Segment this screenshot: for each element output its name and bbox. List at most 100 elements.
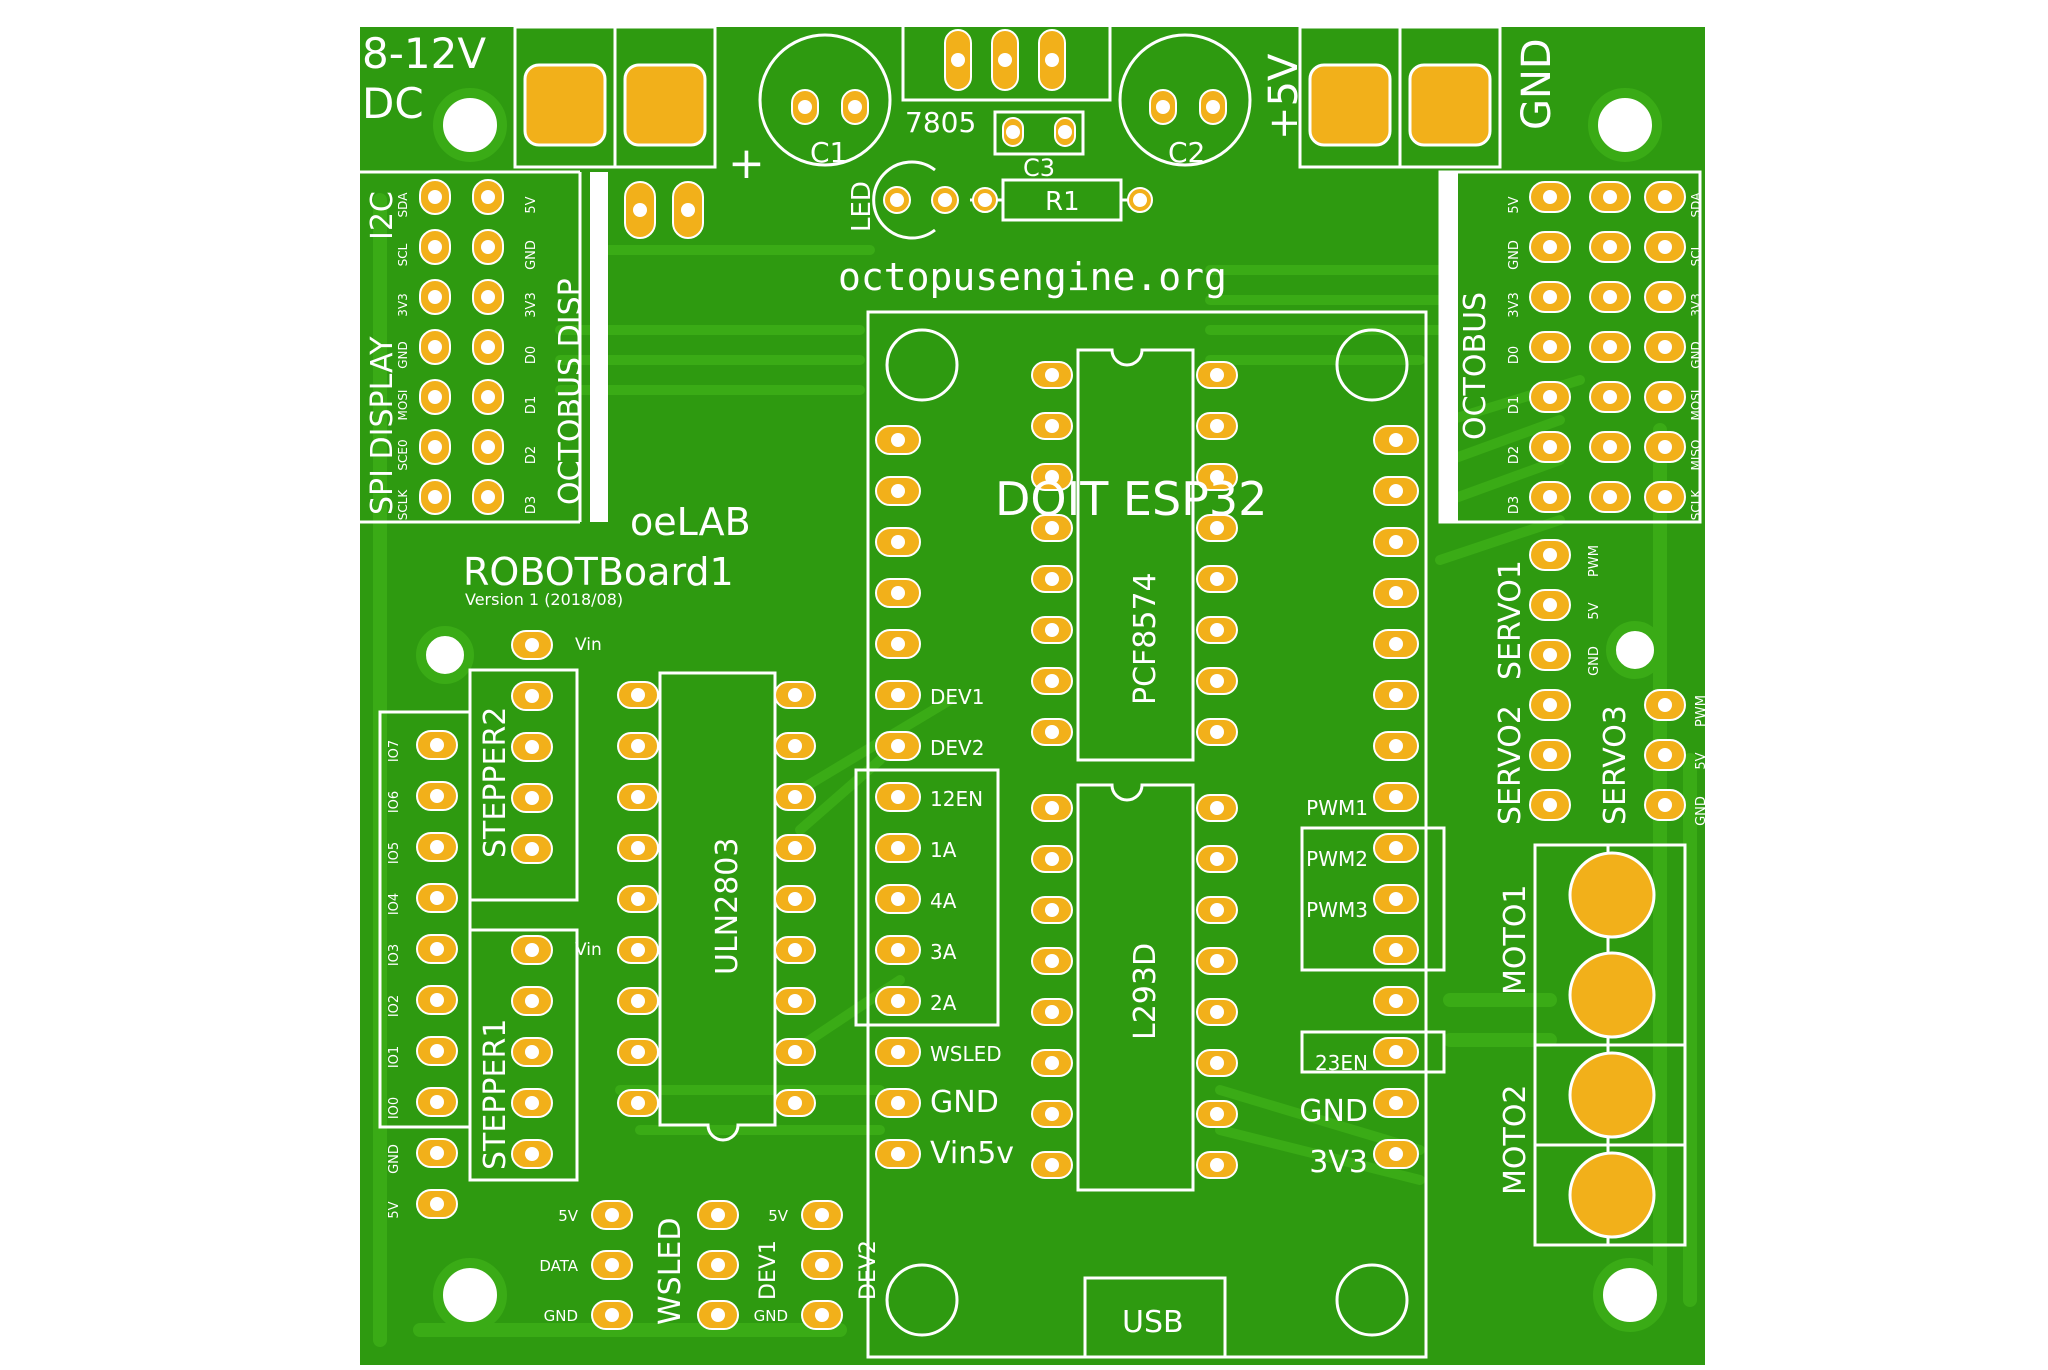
pad-drill: [891, 739, 905, 753]
esp-right-label: GND: [1299, 1094, 1368, 1129]
pad-drill: [890, 193, 904, 207]
left-spi-label: GND: [396, 341, 410, 369]
pad-drill: [525, 842, 539, 856]
pad-drill: [1006, 125, 1020, 139]
pad-drill: [891, 943, 905, 957]
pad-drill: [711, 1208, 725, 1222]
silkscreen: 8-12V DC + +5V GND C1 C2 C3 R1 7805 LED …: [362, 29, 1633, 1340]
mount-hole: [1593, 1258, 1667, 1332]
pad-drill: [525, 1147, 539, 1161]
pad-drill: [891, 790, 905, 804]
pad-drill: [891, 994, 905, 1008]
pad-drill: [1389, 484, 1403, 498]
pad-drill: [798, 100, 812, 114]
pad-drill: [1389, 535, 1403, 549]
board-title: ROBOTBoard1: [463, 550, 734, 594]
pad-drill: [430, 1197, 444, 1211]
pad-drill: [1543, 340, 1557, 354]
servo2-label: SERVO2: [1493, 705, 1528, 825]
pad-drill: [815, 1308, 829, 1322]
pad-drill: [1045, 419, 1059, 433]
pad-drill: [1389, 586, 1403, 600]
pad-drill: [788, 688, 802, 702]
left-spi-label: SCL: [396, 243, 410, 266]
pad-drill: [1658, 390, 1672, 404]
pcf-label: PCF8574: [1128, 572, 1163, 705]
right-pin-label: 5V: [1507, 196, 1522, 213]
pad-drill: [631, 739, 645, 753]
pad-drill: [1658, 240, 1672, 254]
pad-drill: [1210, 903, 1224, 917]
pad-drill: [1045, 801, 1059, 815]
led-label: LED: [847, 181, 877, 232]
pad-drill: [525, 1045, 539, 1059]
pin-labels: DEV1DEV212EN1A4A3A2AWSLEDGNDVin5vPWM1PWM…: [387, 192, 1709, 1325]
terminal-pads: [523, 63, 1656, 1239]
pad-drill: [788, 790, 802, 804]
pad-drill: [430, 1095, 444, 1109]
left-spi-label: 3V3: [396, 293, 410, 316]
pad-drill: [481, 340, 495, 354]
pad-drill: [1603, 390, 1617, 404]
pad-drill: [1389, 994, 1403, 1008]
pad-drill: [1543, 490, 1557, 504]
pad-drill: [1389, 790, 1403, 804]
wsled-pin-label: DATA: [539, 1257, 578, 1275]
esp-left-label: 3A: [930, 940, 957, 964]
pad-drill: [525, 943, 539, 957]
esp-left-label: 2A: [930, 991, 957, 1015]
pad-drill: [951, 53, 965, 67]
pad-drill: [815, 1208, 829, 1222]
io-label: IO0: [387, 1097, 402, 1119]
pad-drill: [1543, 390, 1557, 404]
pad-drill: [1389, 841, 1403, 855]
stepper1-label: STEPPER1: [478, 1019, 513, 1170]
pad-drill: [1543, 190, 1557, 204]
left-pin-label: D2: [524, 446, 539, 464]
pad-drill: [430, 942, 444, 956]
pad-drill: [1045, 1158, 1059, 1172]
esp-right-label: 23EN: [1315, 1051, 1368, 1075]
io-label: GND: [387, 1144, 402, 1174]
right-spi-label: SCLK: [1689, 489, 1703, 521]
wsled-pin-label: 5V: [558, 1207, 579, 1225]
pad-drill: [788, 841, 802, 855]
pad-drill: [788, 1045, 802, 1059]
power-input-label: DC: [362, 79, 424, 128]
board-name: oeLAB: [630, 500, 751, 544]
dev1-pin-label: 5V: [768, 1207, 789, 1225]
pad-drill: [1045, 1005, 1059, 1019]
pad-drill: [1658, 490, 1672, 504]
pad-drill: [1045, 521, 1059, 535]
pad-drill: [1658, 340, 1672, 354]
octobus-title: OCTOBUS: [1458, 292, 1493, 440]
pad-drill: [848, 100, 862, 114]
moto1-label: MOTO1: [1498, 884, 1533, 995]
esp-left-label: 4A: [930, 889, 957, 913]
pad-drill: [891, 1096, 905, 1110]
pad-group: [416, 29, 1686, 1330]
right-spi-label: 3V3: [1689, 293, 1703, 316]
pad-drill: [1045, 368, 1059, 382]
pad-drill: [1045, 470, 1059, 484]
left-pin-label: D3: [524, 496, 539, 514]
esp-label: DOIT ESP32: [995, 472, 1267, 526]
pad-drill: [891, 433, 905, 447]
pad-drill: [481, 240, 495, 254]
pad-drill: [1210, 521, 1224, 535]
left-pin-label: D1: [524, 396, 539, 414]
io-label: IO1: [387, 1046, 402, 1068]
pad-drill: [1389, 637, 1403, 651]
mount-hole: [1606, 621, 1664, 679]
servo3-pin-label: PWM: [1694, 695, 1709, 727]
pad-drill: [1658, 698, 1672, 712]
servo-pin-label: PWM: [1587, 545, 1602, 577]
pad-drill: [1045, 1056, 1059, 1070]
pad-drill: [1045, 572, 1059, 586]
slot: [1440, 172, 1458, 522]
pad-drill: [605, 1258, 619, 1272]
dev2-label: DEV2: [856, 1240, 881, 1300]
pad-drill: [1543, 240, 1557, 254]
pad-drill: [1658, 440, 1672, 454]
mount-hole: [433, 1258, 507, 1332]
